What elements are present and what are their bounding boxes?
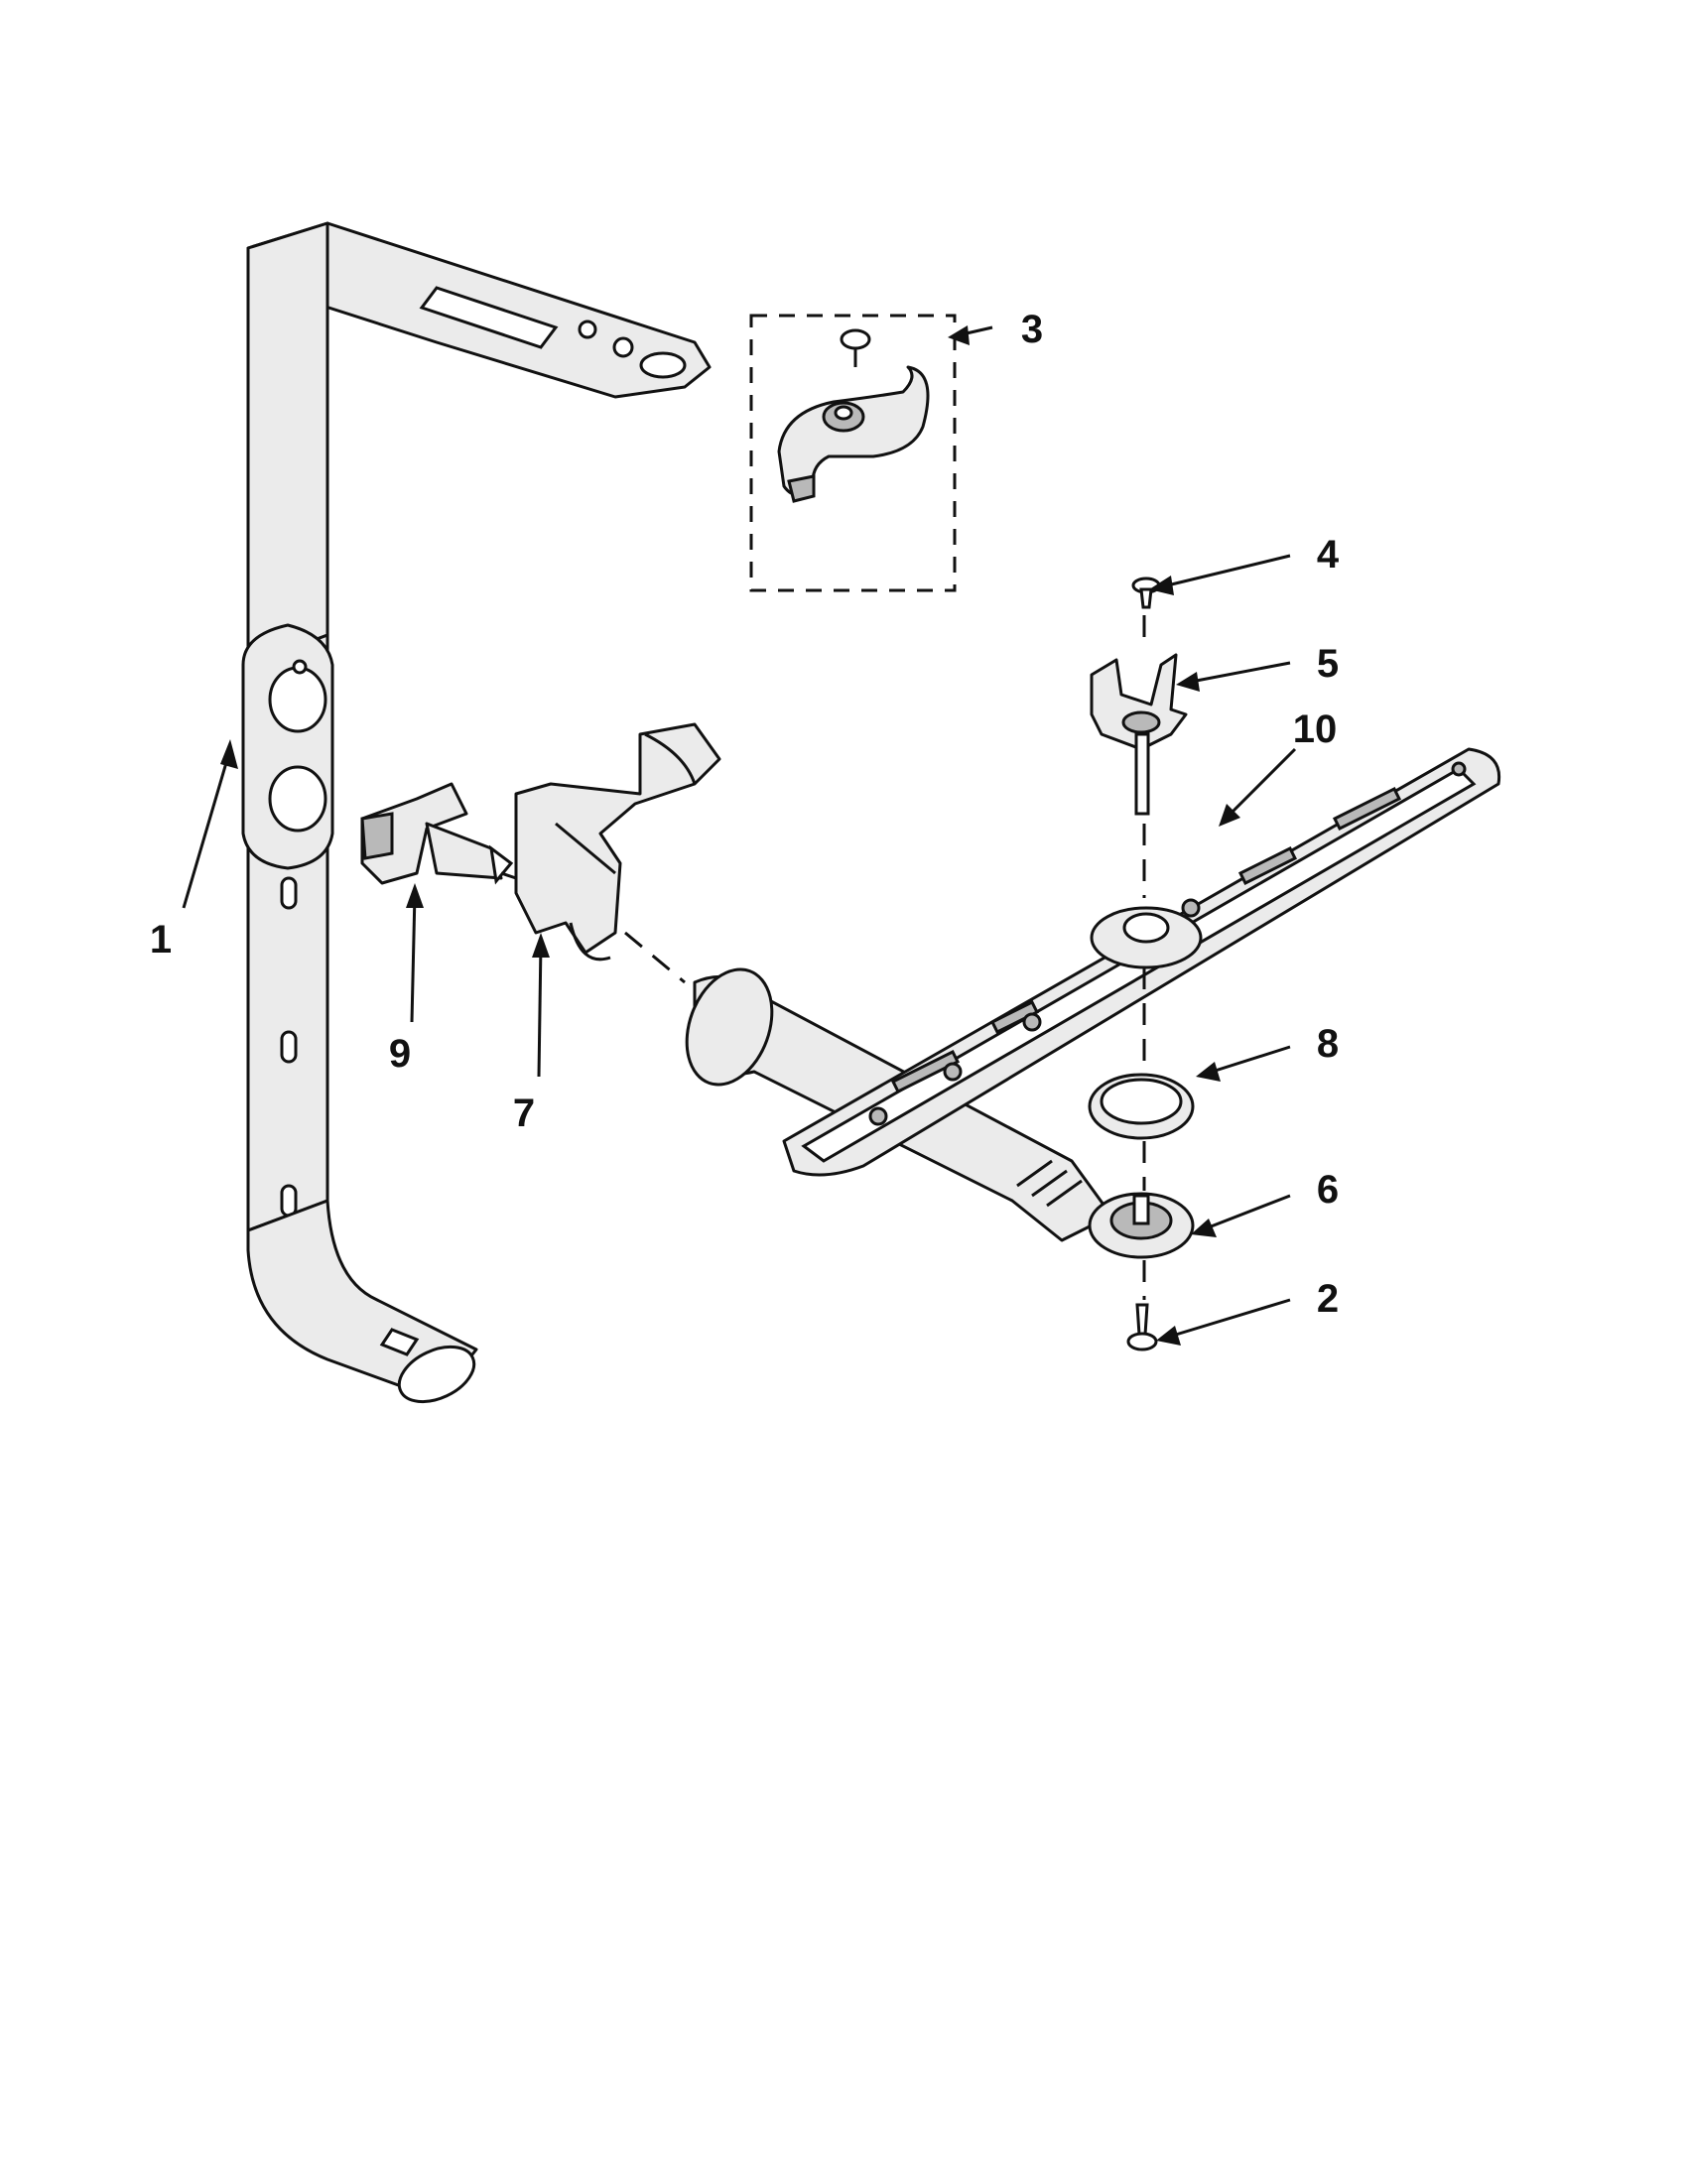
part-8-ring	[1088, 1073, 1195, 1140]
callout-6: 6	[1317, 1168, 1339, 1212]
part-7-bracket	[514, 722, 721, 962]
callout-5: 5	[1317, 642, 1339, 686]
part-3-kit-box	[749, 314, 957, 592]
callout-8: 8	[1317, 1022, 1339, 1066]
callout-4: 4	[1317, 533, 1340, 577]
callout-9: 9	[389, 1032, 411, 1076]
part-9-diverter	[360, 782, 514, 885]
part-3-hub-assembly	[777, 328, 930, 503]
callout-10: 10	[1293, 707, 1338, 751]
part-1-supply-tube	[241, 221, 712, 1404]
part-2-screw	[1126, 1303, 1158, 1351]
callout-7: 7	[513, 1092, 535, 1135]
callout-3: 3	[1021, 308, 1043, 351]
part-5-bracket	[1090, 653, 1188, 816]
callout-1: 1	[150, 918, 172, 962]
callout-2: 2	[1317, 1277, 1339, 1321]
callout-labels: 1 2 3 4 5 6 7 8 9 10	[150, 308, 1340, 1321]
part-6-bearing	[1088, 1192, 1195, 1259]
part-10-spray-arm	[685, 747, 1501, 1242]
assembly-guide-lines	[500, 615, 1146, 1300]
part-4-screw	[1131, 577, 1161, 609]
leader-arrows	[182, 325, 1297, 1346]
